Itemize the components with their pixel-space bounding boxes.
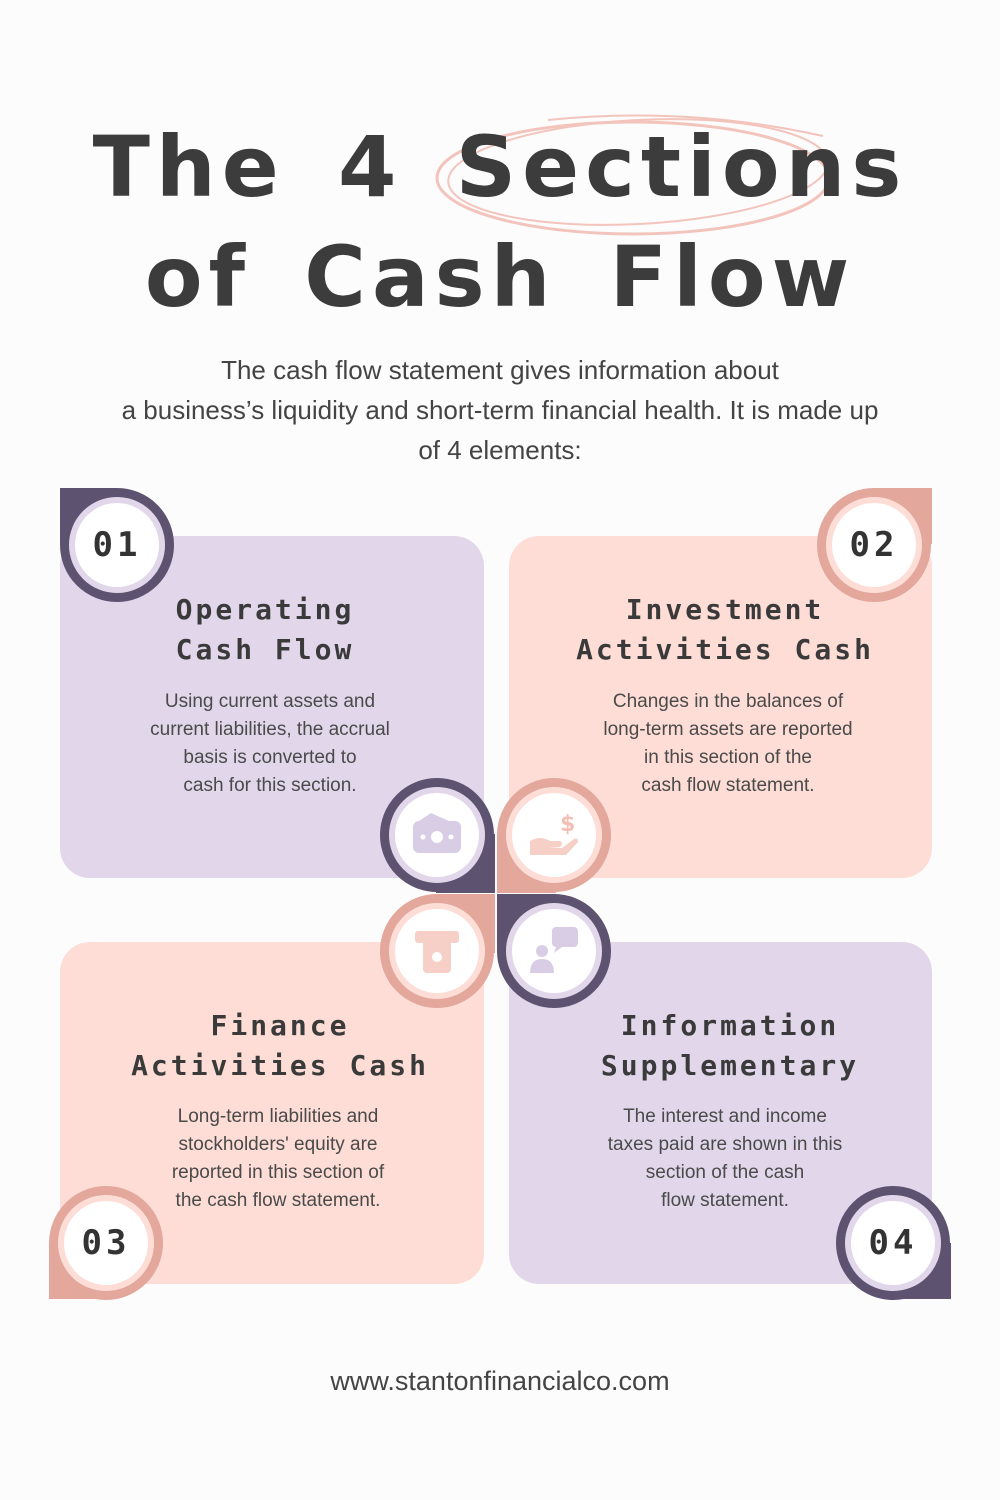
section-description-4-line: The interest and income bbox=[623, 1106, 827, 1127]
section-description-4: The interest and income taxes paid are s… bbox=[565, 1103, 885, 1215]
section-description-3: Long-term liabilities and stockholders' … bbox=[118, 1103, 438, 1215]
section-description-4-line: section of the cash bbox=[645, 1162, 805, 1183]
section-title-2-line-1: Investment bbox=[625, 593, 825, 626]
intro-line-2: a business’s liquidity and short-term fi… bbox=[121, 395, 879, 425]
section-title-1-line-1: Operating bbox=[175, 593, 355, 626]
section-title-3-line-1: Finance bbox=[210, 1009, 350, 1042]
section-title-2-line-2: Activities Cash bbox=[576, 633, 874, 666]
section-description-2-line: long-term assets are reported bbox=[603, 719, 853, 740]
website-url: www.stantonfinancialco.com bbox=[330, 1366, 670, 1396]
section-number-badge-3: 03 bbox=[49, 1186, 163, 1300]
page-title-line-1: The 4 Sections bbox=[92, 118, 908, 216]
section-title-1: Operating Cash Flow bbox=[100, 590, 430, 670]
section-description-3-line: Long-term liabilities and bbox=[177, 1106, 379, 1127]
title-highlight-scribble bbox=[435, 114, 831, 236]
section-description-2: Changes in the balances of long-term ass… bbox=[568, 688, 888, 800]
person-chat-icon bbox=[497, 894, 611, 1008]
page-title-line-2: of Cash Flow bbox=[144, 228, 856, 326]
section-description-1-line: current liabilities, the accrual bbox=[150, 719, 390, 740]
section-title-4-line-1: Information bbox=[620, 1009, 840, 1042]
section-number-badge-1: 01 bbox=[60, 488, 174, 602]
section-description-1-line: basis is converted to bbox=[183, 747, 357, 768]
section-description-2-line: in this section of the bbox=[644, 747, 812, 768]
section-number-badge-4: 04 bbox=[836, 1186, 950, 1300]
section-title-3: Finance Activities Cash bbox=[110, 1006, 450, 1086]
section-description-3-line: the cash flow statement. bbox=[175, 1190, 381, 1211]
intro-line-3: of 4 elements: bbox=[418, 435, 582, 465]
section-title-2: Investment Activities Cash bbox=[560, 590, 890, 670]
section-description-3-line: stockholders' equity are bbox=[178, 1134, 378, 1155]
atm-card-icon bbox=[380, 894, 494, 1008]
section-description-2-line: cash flow statement. bbox=[641, 775, 815, 796]
section-title-4: Information Supplementary bbox=[560, 1006, 900, 1086]
section-description-4-line: flow statement. bbox=[661, 1190, 789, 1211]
section-description-2-line: Changes in the balances of bbox=[612, 691, 844, 712]
intro-line-1: The cash flow statement gives informatio… bbox=[221, 355, 779, 385]
intro-paragraph: The cash flow statement gives informatio… bbox=[80, 350, 920, 470]
section-description-3-line: reported in this section of bbox=[171, 1162, 385, 1183]
section-title-3-line-2: Activities Cash bbox=[131, 1049, 429, 1082]
section-title-1-line-2: Cash Flow bbox=[175, 633, 355, 666]
money-bill-icon bbox=[380, 778, 494, 892]
section-description-4-line: taxes paid are shown in this bbox=[607, 1134, 843, 1155]
section-title-4-line-2: Supplementary bbox=[600, 1049, 860, 1082]
svg-text:$: $ bbox=[560, 812, 575, 837]
section-number-badge-2: 02 bbox=[817, 488, 931, 602]
section-description-1-line: Using current assets and bbox=[164, 691, 376, 712]
hand-dollar-icon: $ bbox=[497, 778, 611, 892]
section-description-1: Using current assets and current liabili… bbox=[110, 688, 430, 800]
section-description-1-line: cash for this section. bbox=[183, 775, 357, 796]
